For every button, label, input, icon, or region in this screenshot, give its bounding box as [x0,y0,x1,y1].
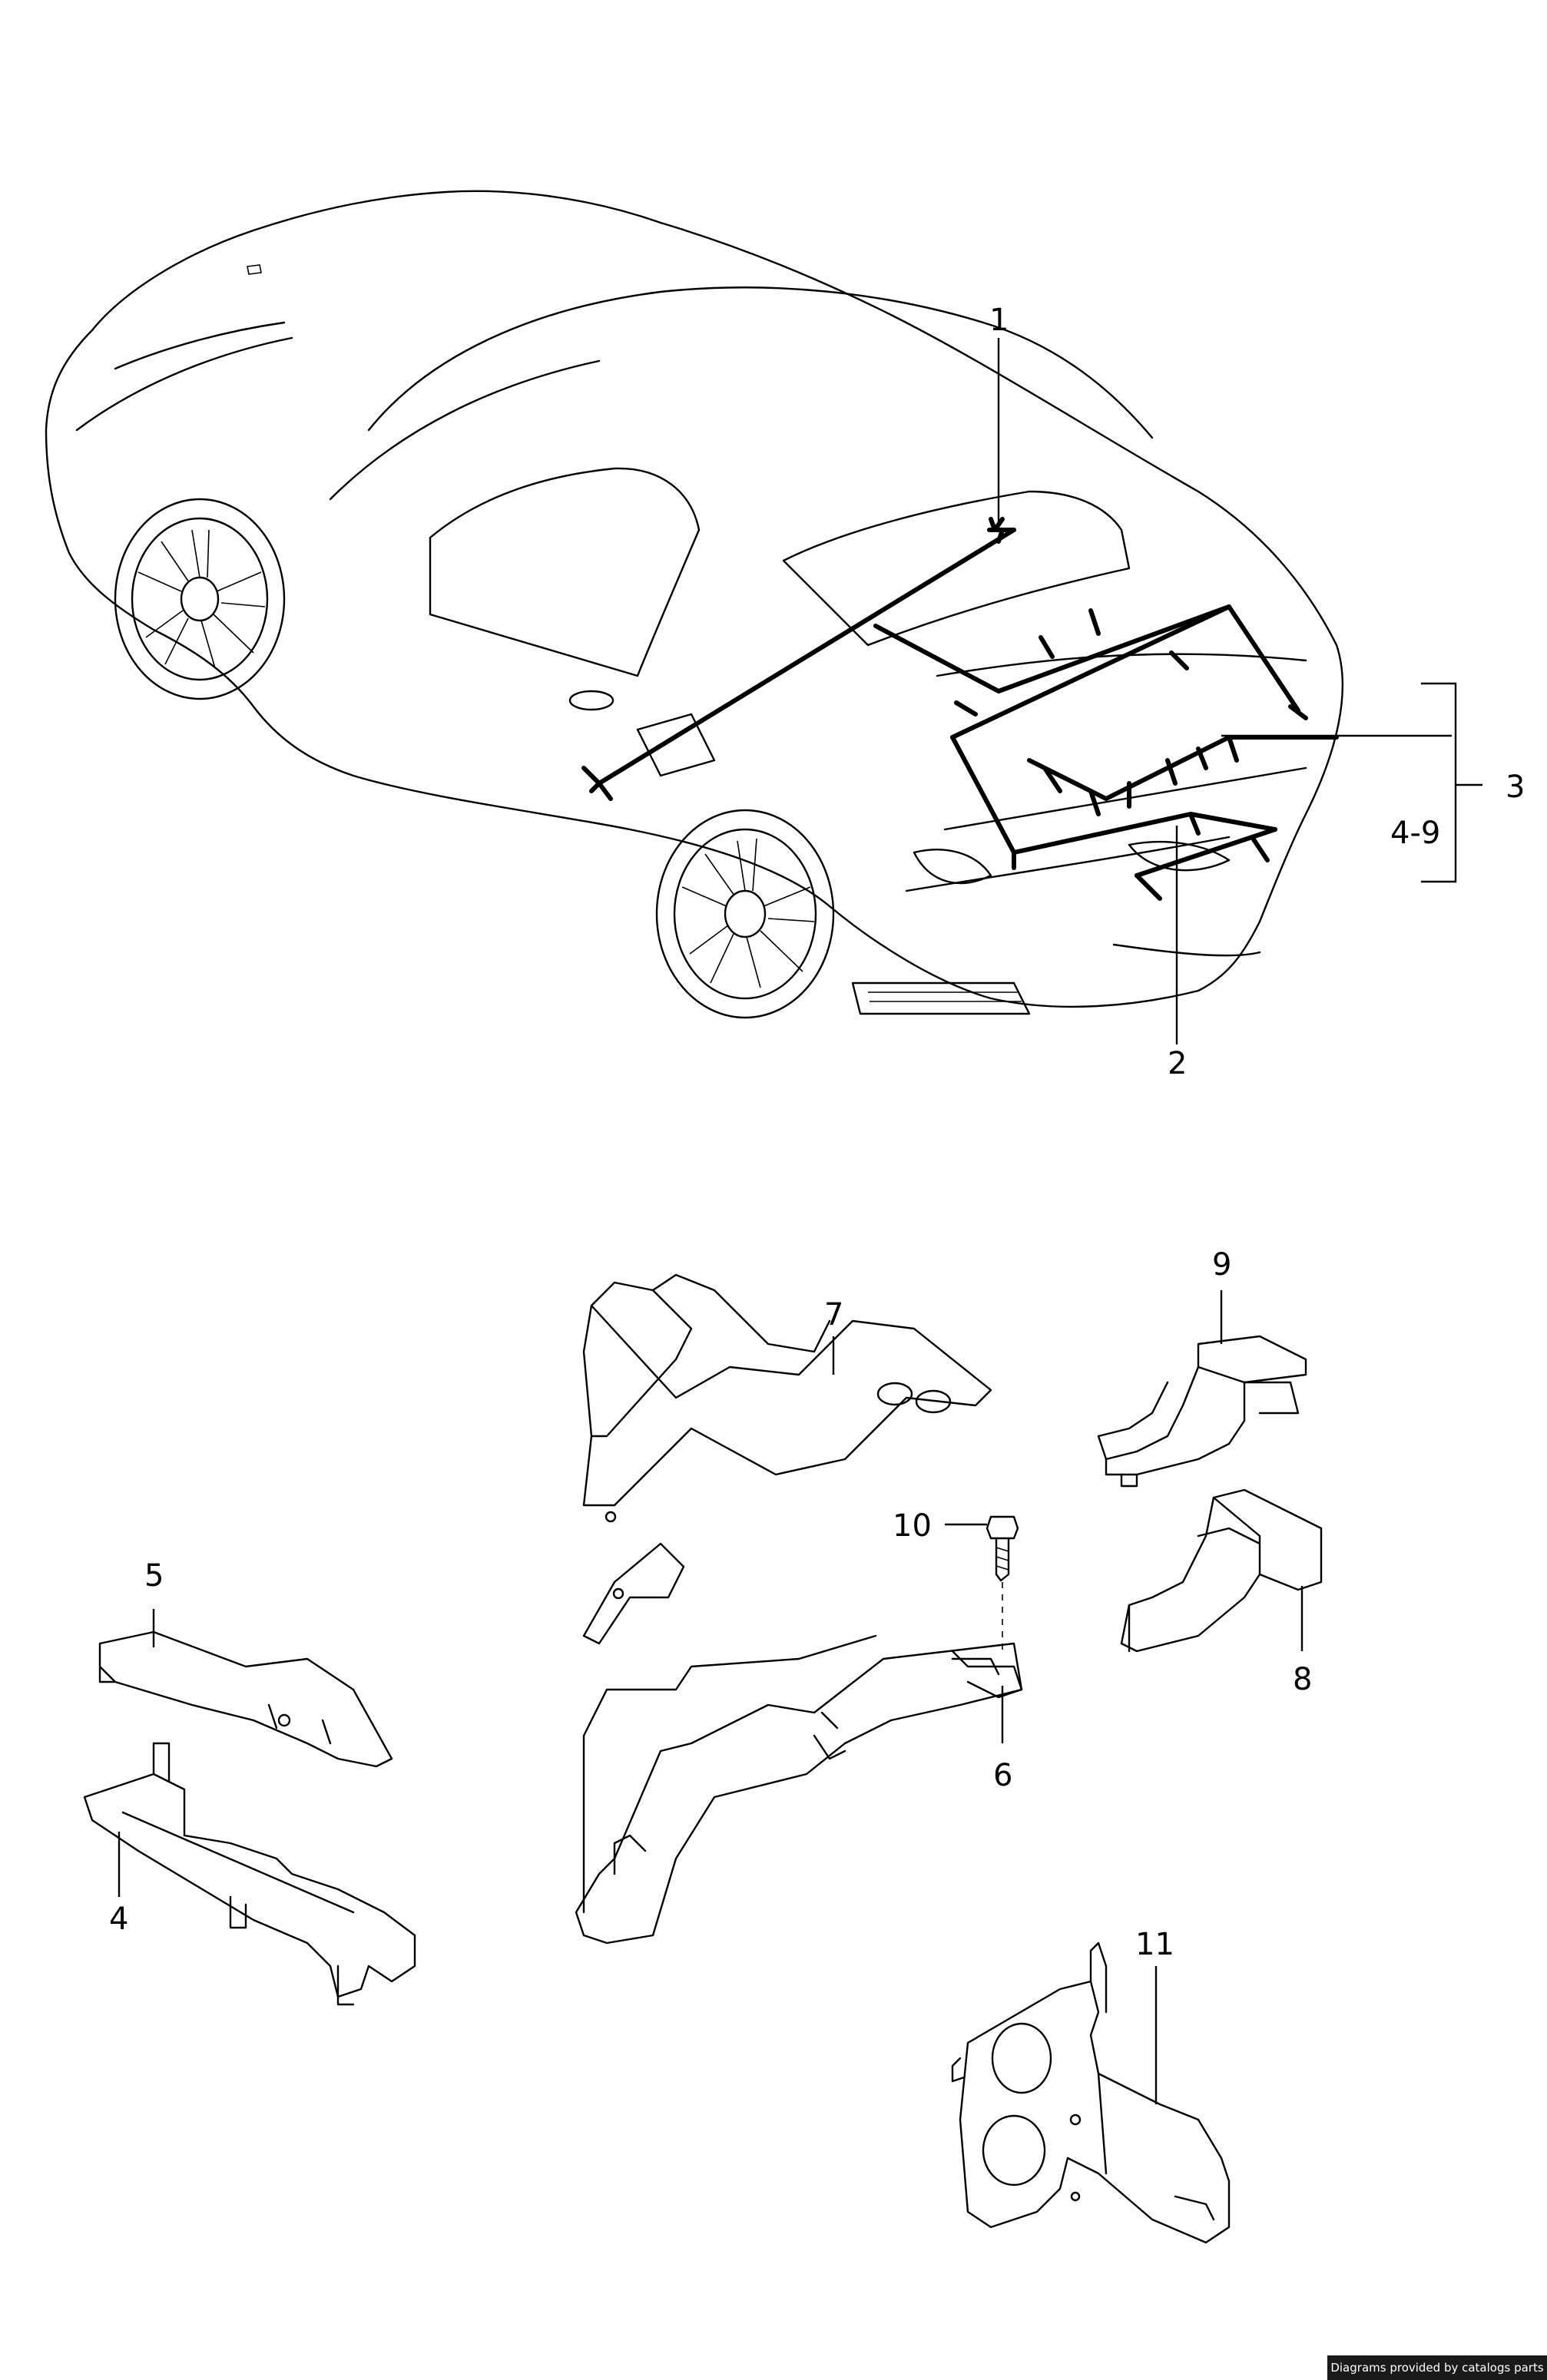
callout-8: 8 [1293,1662,1312,1697]
callout-11: 11 [1135,1927,1174,1962]
part-5-clip [98,1630,393,1768]
callout-5: 5 [144,1558,164,1594]
callout-3: 3 [1506,770,1525,805]
callout-10: 10 [893,1508,932,1544]
wiring-harness-1 [581,517,1016,801]
part-6-bracket [575,1634,1023,1945]
credit-footer: Diagrams provided by catalogs parts [1327,2355,1547,2380]
bracket-3 [1421,682,1482,883]
callout-4-9: 4-9 [1390,816,1440,851]
callout-4: 4 [109,1902,128,1937]
wiring-harness-3 [1027,735,1339,816]
wiring-harness-rear [1135,827,1277,901]
part-4-clip [83,1742,416,2006]
rear-wheel-icon [655,809,835,1019]
front-wheel-icon [114,498,286,700]
callout-7: 7 [824,1297,843,1332]
part-10-bolt [986,1515,1019,1651]
wiring-harness-2 [873,604,1308,870]
part-8-clip [1120,1488,1323,1653]
callout-9: 9 [1212,1247,1231,1283]
callout-1: 1 [989,303,1009,338]
part-11-bracket [951,1941,1231,2244]
part-7-bracket [582,1273,992,1645]
callout-2: 2 [1168,1046,1187,1081]
callout-6: 6 [993,1758,1012,1793]
part-9-clip [1097,1335,1307,1488]
car-illustration [45,190,1344,1019]
